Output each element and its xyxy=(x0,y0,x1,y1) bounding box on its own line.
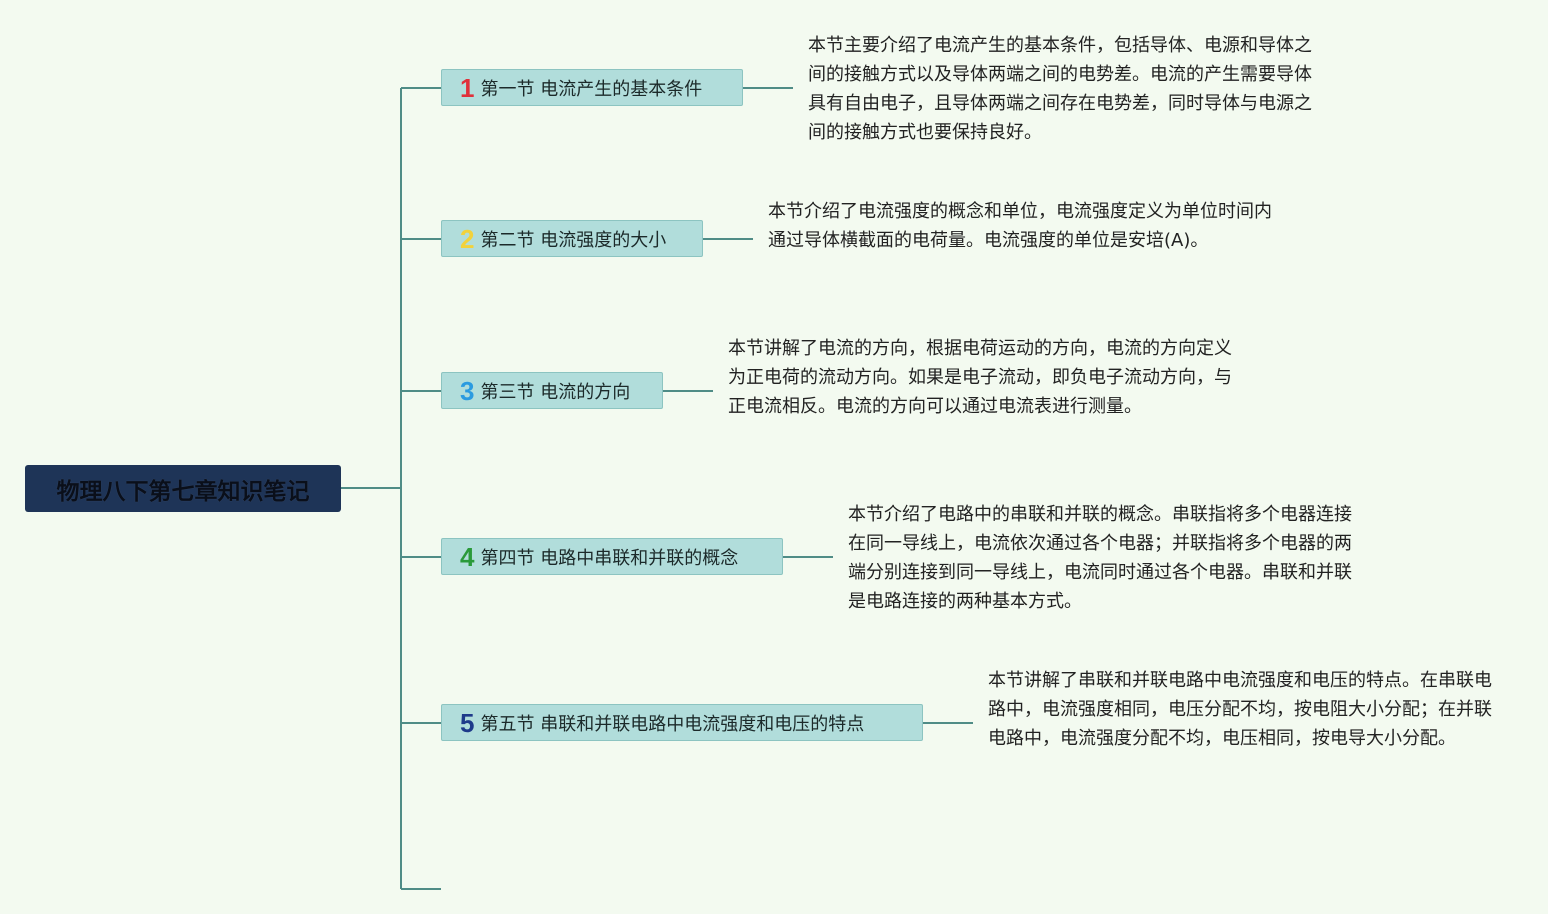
section-node-4[interactable]: 4 第四节 电路中串联和并联的概念 xyxy=(441,538,783,575)
section-desc-5: 本节讲解了串联和并联电路中电流强度和电压的特点。在串联电路中，电流强度相同，电压… xyxy=(988,670,1492,749)
section-node-3[interactable]: 3 第三节 电流的方向 xyxy=(441,372,663,409)
section-title-1: 第一节 电流产生的基本条件 xyxy=(480,78,703,100)
section-desc-2: 本节介绍了电流强度的概念和单位，电流强度定义为单位时间内通过导体横截面的电荷量。… xyxy=(768,201,1272,251)
section-node-1[interactable]: 1 第一节 电流产生的基本条件 xyxy=(441,69,743,106)
section-title-2: 第二节 电流强度的大小 xyxy=(480,229,667,251)
section-desc-4: 本节介绍了电路中的串联和并联的概念。串联指将多个电器连接在同一导线上，电流依次通… xyxy=(848,504,1352,612)
section-title-5: 第五节 串联和并联电路中电流强度和电压的特点 xyxy=(480,713,865,735)
section-number-4: 4 xyxy=(460,541,475,572)
section-title-4: 第四节 电路中串联和并联的概念 xyxy=(480,547,739,569)
root-node[interactable]: 物理八下第七章知识笔记 xyxy=(25,465,341,512)
section-number-1: 1 xyxy=(460,72,475,103)
section-node-2[interactable]: 2 第二节 电流强度的大小 xyxy=(441,220,703,257)
section-title-3: 第三节 电流的方向 xyxy=(480,381,631,403)
root-title: 物理八下第七章知识笔记 xyxy=(56,478,310,505)
section-number-2: 2 xyxy=(460,223,475,254)
section-number-3: 3 xyxy=(460,375,475,406)
section-desc-1: 本节主要介绍了电流产生的基本条件，包括导体、电源和导体之间的接触方式以及导体两端… xyxy=(808,35,1312,143)
section-number-5: 5 xyxy=(460,707,475,738)
section-desc-3: 本节讲解了电流的方向，根据电荷运动的方向，电流的方向定义为正电荷的流动方向。如果… xyxy=(728,338,1232,417)
section-node-5[interactable]: 5 第五节 串联和并联电路中电流强度和电压的特点 xyxy=(441,704,923,741)
